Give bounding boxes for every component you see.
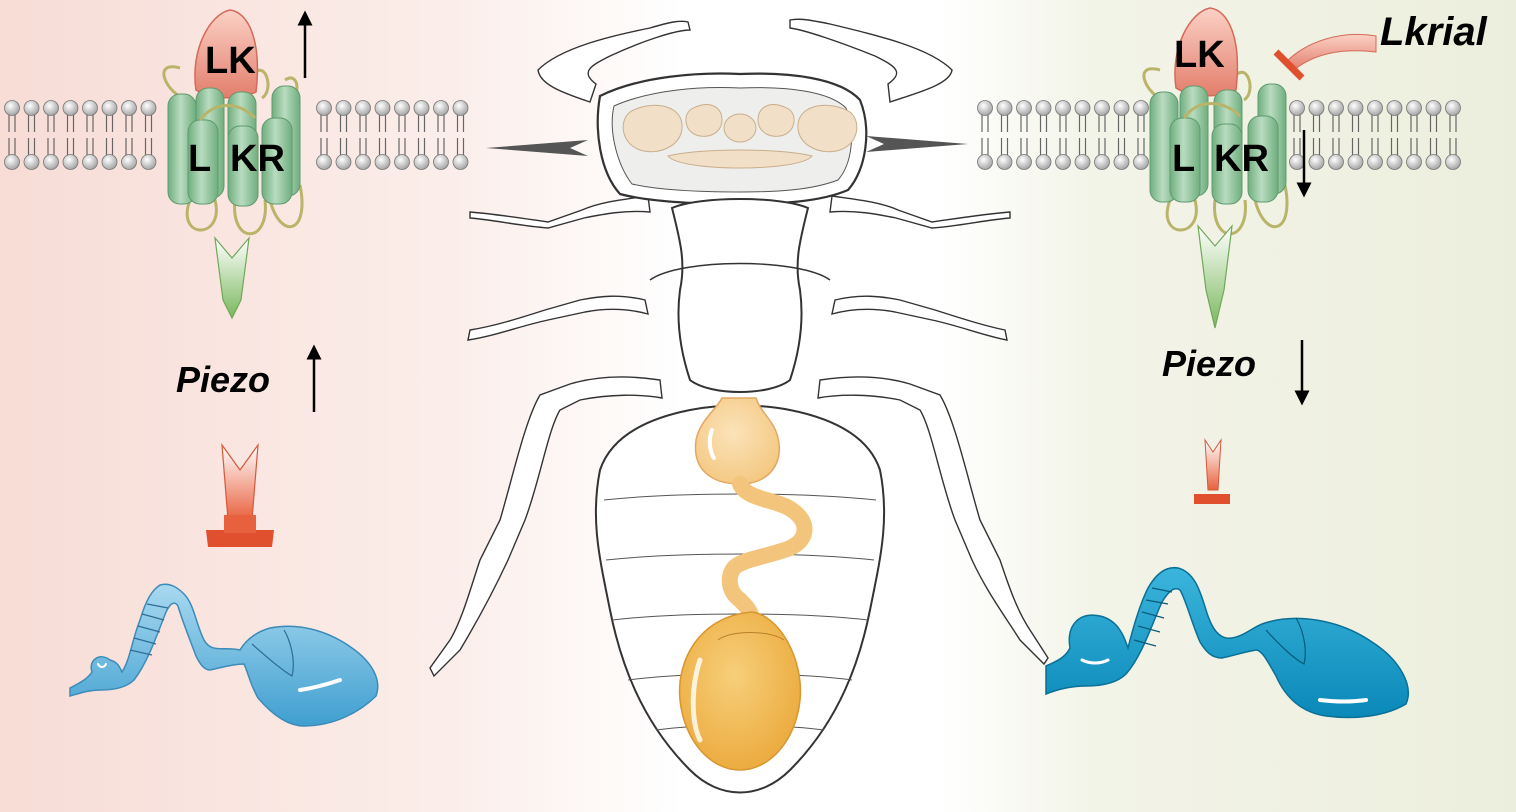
ovary-right — [1045, 566, 1409, 719]
ligand-label-right: LK — [1174, 34, 1225, 76]
arrow-to-left-membrane — [486, 140, 588, 156]
lkrial-inhibitor — [1273, 33, 1377, 81]
arrow-to-right-membrane — [866, 136, 968, 152]
receptor-right — [1142, 7, 1289, 236]
drug-label: Lkrial — [1380, 10, 1487, 54]
membrane-right — [977, 100, 1461, 170]
receptor-label-left-part1: L — [188, 138, 212, 180]
gene-label-right: Piezo — [1162, 343, 1257, 384]
crop — [678, 397, 813, 771]
ligand-label-left: LK — [205, 40, 256, 82]
receptor-label-right-part2: KR — [1214, 138, 1269, 180]
activation-chevron-left — [214, 236, 250, 320]
receptor-label-left-part2: KR — [230, 138, 285, 180]
membrane-left — [4, 100, 469, 170]
activation-chevron-right — [1197, 224, 1233, 329]
receptor-left — [162, 9, 304, 236]
inhibition-symbol-left — [206, 442, 274, 547]
ovary-left — [69, 583, 379, 727]
gene-label-left: Piezo — [176, 359, 271, 400]
receptor-label-right-part1: L — [1172, 138, 1196, 180]
inhibition-symbol-right — [1194, 438, 1230, 504]
